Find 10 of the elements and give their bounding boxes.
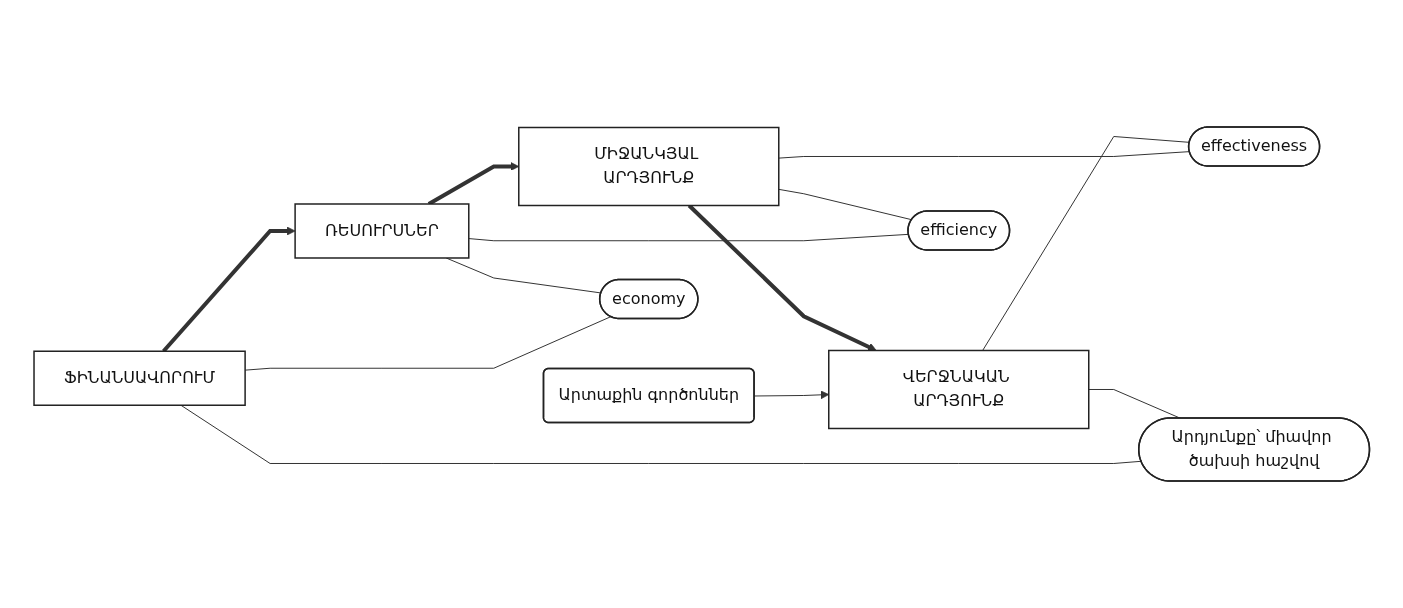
connector (778, 151, 1190, 159)
node-box: ՄԻՋԱՆԿՅԱԼ ԱՐԴՅՈՒՆՔ (517, 126, 780, 207)
connector (244, 316, 611, 371)
node-box: ՖԻՆԱՆՍԱՎՈՐՈՒՄ (33, 350, 246, 406)
arrow (427, 162, 519, 206)
connector (778, 188, 913, 221)
node-box: ՌԵՍՈՒՐՍՆԵՐ (294, 203, 470, 259)
arrow (687, 204, 877, 352)
node-box: ՎԵՐՋՆԱԿԱՆ ԱՐԴՅՈՒՆՔ (827, 349, 1090, 430)
arrow (753, 390, 829, 400)
